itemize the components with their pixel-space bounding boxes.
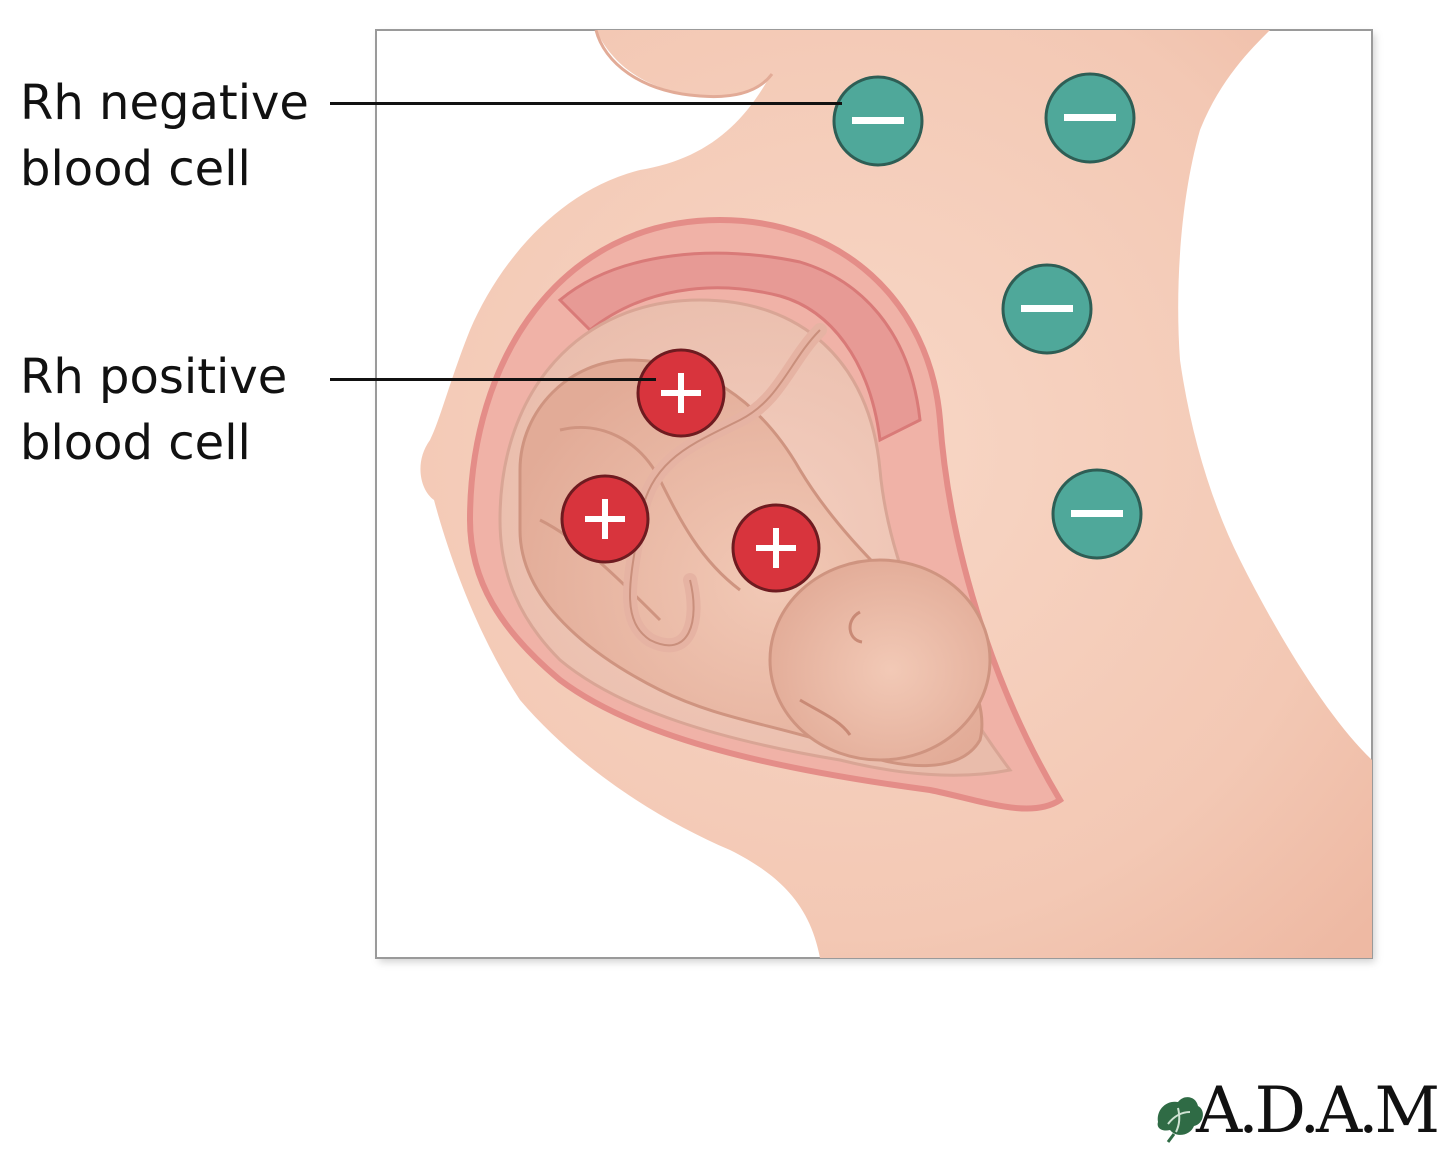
rh-positive-cell [731,503,821,593]
rh-negative-label-line1: Rh negative [20,75,309,131]
placenta [557,251,922,443]
fetus-hand [799,698,852,736]
adam-logo-text: A.D.A.M. [1196,1074,1440,1148]
rh-negative-leader-line [330,102,842,105]
rh-positive-cell [560,474,650,564]
adam-logo [1157,1097,1203,1143]
fetus-head [768,558,992,762]
rh-negative-cell [1051,468,1143,560]
breast-contour [594,30,774,99]
rh-negative-cell [832,75,924,167]
rh-negative-cell [1044,72,1136,164]
rh-positive-cell [636,348,726,438]
rh-positive-label: Rh positive blood cell [20,344,287,476]
fetus-ear [848,610,863,644]
rh-negative-label-line2: blood cell [20,141,251,197]
rh-positive-label-line2: blood cell [20,415,251,471]
leaf-icon [1157,1097,1203,1143]
rh-negative-label: Rh negative blood cell [20,70,309,202]
rh-positive-label-line1: Rh positive [20,349,288,405]
rh-negative-cell [1001,263,1093,355]
rh-positive-leader-line [330,378,656,381]
